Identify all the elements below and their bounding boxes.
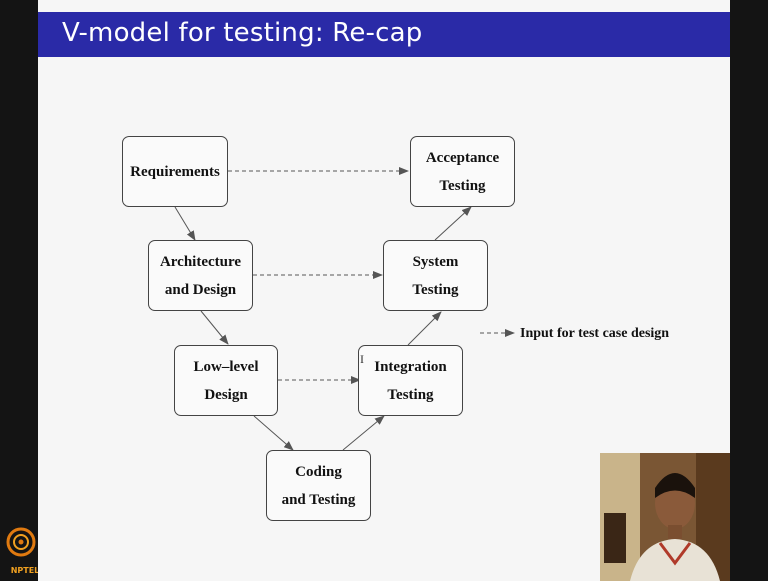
legend-label: Input for test case design (520, 326, 670, 341)
coding-testing-box: Coding and Testing (266, 450, 371, 521)
arrow-integration-to-system (407, 311, 442, 346)
left-black-border (0, 0, 38, 581)
nptel-emblem-icon (6, 527, 36, 557)
acceptance-testing-box: Acceptance Testing (410, 136, 515, 207)
title-bar: V-model for testing: Re-cap (38, 12, 730, 57)
arrow-arch-to-lowlevel (200, 310, 229, 345)
presenter-video (600, 453, 730, 581)
slide: V-model for testing: Re-cap Requirements… (38, 0, 730, 581)
arrow-lowlevel-to-coding (253, 415, 294, 451)
requirements-box: Requirements (122, 136, 228, 207)
architecture-design-box: Architecture and Design (148, 240, 253, 311)
nptel-logo: NPTEL (6, 520, 39, 578)
text-cursor-icon: I (360, 352, 364, 366)
presenter-silhouette-icon (600, 453, 730, 581)
arrow-req-to-arch (174, 206, 196, 241)
system-testing-box: System Testing (383, 240, 488, 311)
arrow-system-to-acceptance (434, 206, 472, 241)
slide-title: V-model for testing: Re-cap (62, 18, 423, 48)
integration-testing-box: Integration Testing (358, 345, 463, 416)
right-black-border (730, 0, 768, 581)
diagram-arrows (174, 167, 515, 451)
nptel-logo-text: NPTEL (10, 566, 40, 575)
low-level-design-box: Low–level Design (174, 345, 278, 416)
arrow-coding-to-integration (342, 415, 385, 451)
